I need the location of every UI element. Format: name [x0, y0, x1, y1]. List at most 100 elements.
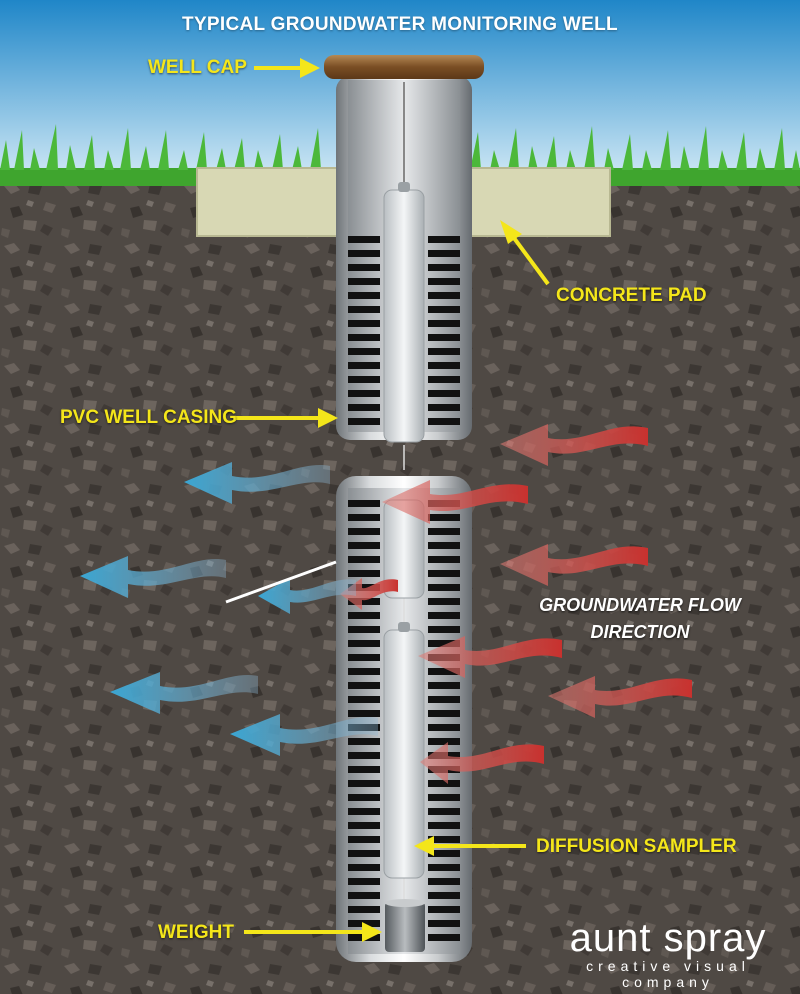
- screen-slot: [428, 542, 460, 549]
- screen-slot: [348, 612, 380, 619]
- screen-slot: [348, 864, 380, 871]
- inflow-arrows: [340, 424, 692, 784]
- screen-slot: [348, 250, 380, 257]
- screen-slot: [428, 320, 460, 327]
- outflow-arrow-icon: [258, 578, 356, 614]
- screen-slot: [348, 738, 380, 745]
- screen-slot: [428, 808, 460, 815]
- inflow-arrow-icon: [420, 742, 544, 784]
- screen-slot: [348, 878, 380, 885]
- sampler-pointer-line: [225, 560, 337, 604]
- label-well-cap: WELL CAP: [148, 57, 247, 78]
- screen-slot: [348, 682, 380, 689]
- screen-slot: [348, 376, 380, 383]
- screen-slot: [428, 236, 460, 243]
- inflow-arrow-icon: [548, 676, 692, 718]
- screen-slot: [428, 390, 460, 397]
- screen-slot: [348, 334, 380, 341]
- screen-slot: [428, 292, 460, 299]
- screen-slot: [348, 850, 380, 857]
- diffusion-sampler-upper: [383, 189, 425, 443]
- screen-slot: [428, 920, 460, 927]
- screen-slot: [348, 390, 380, 397]
- inflow-arrow-icon: [382, 480, 528, 524]
- brand-name: aunt spray: [569, 916, 767, 960]
- outflow-arrow-icon: [184, 462, 330, 504]
- screen-slot: [428, 612, 460, 619]
- label-concrete-pad: CONCRETE PAD: [556, 285, 707, 306]
- screen-slot: [348, 264, 380, 271]
- screen-slot: [428, 836, 460, 843]
- brand-tagline: creative visual company: [586, 958, 750, 990]
- screen-slot: [428, 418, 460, 425]
- screen-slot: [348, 822, 380, 829]
- screen-slot: [348, 542, 380, 549]
- screen-slot: [348, 348, 380, 355]
- screen-slot: [348, 236, 380, 243]
- screen-slot: [428, 668, 460, 675]
- screen-slot: [428, 404, 460, 411]
- outflow-arrow-icon: [110, 672, 258, 714]
- screen-slot: [348, 696, 380, 703]
- page-title: TYPICAL GROUNDWATER MONITORING WELL: [182, 14, 618, 35]
- screen-slot: [348, 906, 380, 913]
- screen-slot: [428, 934, 460, 941]
- screen-slot: [348, 418, 380, 425]
- screen-slot: [348, 404, 380, 411]
- screen-slot: [348, 278, 380, 285]
- inflow-arrow-icon: [418, 636, 562, 678]
- screen-slot: [428, 528, 460, 535]
- screen-slot: [348, 514, 380, 521]
- screen-slot: [428, 850, 460, 857]
- flow-line-2: DIRECTION: [590, 622, 690, 642]
- screen-slot: [348, 892, 380, 899]
- screen-slot: [428, 906, 460, 913]
- screen-slot: [428, 556, 460, 563]
- arrow-icon: [254, 58, 320, 78]
- outflow-arrows: [80, 462, 378, 756]
- screen-slot: [348, 362, 380, 369]
- screen-slot: [348, 766, 380, 773]
- screen-slot: [428, 626, 460, 633]
- screen-slot: [348, 556, 380, 563]
- screen-slot: [348, 780, 380, 787]
- screen-slot: [348, 808, 380, 815]
- screen-slot: [428, 892, 460, 899]
- arrow-icon: [500, 220, 550, 286]
- arrow-icon: [414, 836, 526, 856]
- callout-arrows: [236, 58, 550, 942]
- arrow-icon: [244, 922, 382, 942]
- label-pvc-well-casing: PVC WELL CASING: [60, 407, 237, 428]
- screen-slot: [348, 836, 380, 843]
- screen-slot: [428, 278, 460, 285]
- screen-slot: [428, 376, 460, 383]
- label-weight: WEIGHT: [158, 922, 234, 943]
- diffusion-sampler-lower: [383, 629, 425, 879]
- screen-slot: [428, 584, 460, 591]
- screen-slot: [348, 710, 380, 717]
- screen-slot: [428, 598, 460, 605]
- well-cap: [324, 55, 484, 79]
- screen-slot: [428, 682, 460, 689]
- screen-slot: [348, 584, 380, 591]
- screen-slot: [348, 528, 380, 535]
- screen-slot: [348, 500, 380, 507]
- outflow-arrow-icon: [80, 556, 226, 598]
- weight: [385, 902, 425, 952]
- screen-slot: [428, 250, 460, 257]
- screen-slot: [348, 292, 380, 299]
- screen-slot: [428, 570, 460, 577]
- outflow-arrow-icon: [230, 714, 378, 756]
- screen-slot: [348, 626, 380, 633]
- arrow-icon: [236, 408, 338, 428]
- screen-slot: [348, 654, 380, 661]
- screen-slot: [348, 640, 380, 647]
- screen-slot: [348, 598, 380, 605]
- screen-slot: [348, 306, 380, 313]
- screen-slot: [428, 514, 460, 521]
- brand-logo: aunt spray creative visual company: [548, 916, 788, 990]
- screen-slot: [348, 320, 380, 327]
- grass-blades: [0, 124, 800, 170]
